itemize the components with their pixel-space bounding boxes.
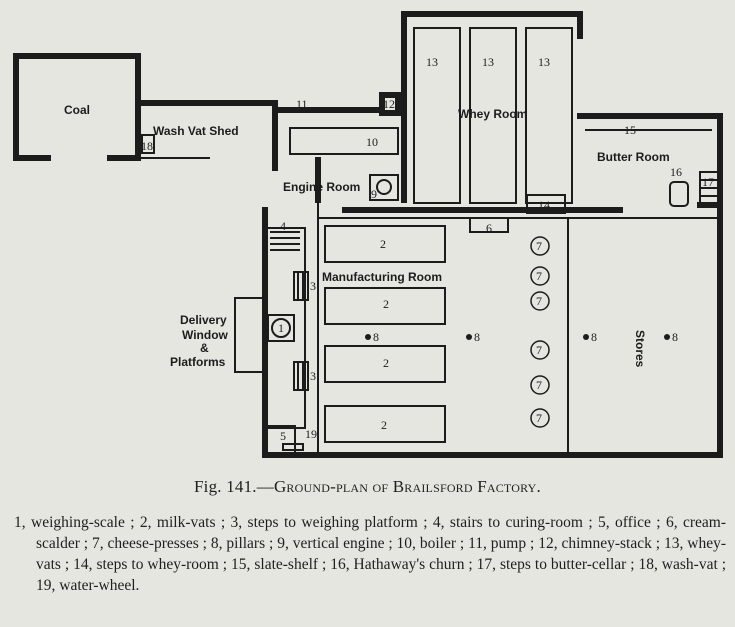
boiler bbox=[289, 127, 399, 155]
weighing-platform bbox=[264, 227, 306, 429]
num-whey-vat: 13 bbox=[538, 55, 550, 69]
cheese-press-icon bbox=[530, 375, 550, 395]
num-steps: 3 bbox=[310, 279, 316, 293]
num-slate-shelf: 15 bbox=[624, 123, 636, 137]
num-milk-vat: 2 bbox=[383, 356, 389, 370]
num-churn: 16 bbox=[670, 165, 682, 179]
cheese-press-icon bbox=[530, 340, 550, 360]
num-cream-scalder: 6 bbox=[486, 221, 492, 235]
delivery-window bbox=[234, 297, 266, 373]
milk-vat bbox=[324, 287, 446, 325]
label-ampersand: & bbox=[200, 341, 209, 355]
steps-to-butter-cellar bbox=[699, 171, 719, 205]
num-pillar: 8 bbox=[373, 330, 379, 344]
cheese-press-icon bbox=[530, 236, 550, 256]
label-stores: Stores bbox=[633, 330, 647, 368]
wash-vat-shed-walls bbox=[135, 100, 278, 171]
num-chimney: 12 bbox=[383, 97, 395, 111]
num-water-wheel: 19 bbox=[305, 427, 317, 441]
num-whey-vat: 13 bbox=[426, 55, 438, 69]
num-milk-vat: 2 bbox=[383, 297, 389, 311]
vertical-engine bbox=[369, 174, 399, 201]
water-wheel bbox=[282, 443, 304, 451]
pillar-icon bbox=[583, 334, 589, 340]
figure-legend: 1, weighing-scale ; 2, milk-vats ; 3, st… bbox=[14, 514, 726, 594]
num-pump: 11 bbox=[296, 97, 308, 111]
milk-vat bbox=[324, 225, 446, 263]
label-wash-vat-shed: Wash Vat Shed bbox=[153, 124, 239, 138]
steps-to-whey-room bbox=[526, 194, 566, 214]
cheese-press-icon bbox=[530, 291, 550, 311]
num-boiler: 10 bbox=[366, 135, 378, 149]
num-stairs: 4 bbox=[280, 219, 286, 233]
wash-vat bbox=[141, 134, 155, 154]
label-whey-room: Whey Room bbox=[458, 107, 527, 121]
num-weighing-scale: 1 bbox=[278, 321, 284, 335]
num-office: 5 bbox=[280, 429, 286, 443]
num-cheese-press: 7 bbox=[536, 378, 542, 392]
figure-caption: Fig. 141.—Ground-plan of Brailsford Fact… bbox=[0, 477, 735, 497]
num-cheese-press: 7 bbox=[536, 411, 542, 425]
num-pillar: 8 bbox=[474, 330, 480, 344]
label-coal: Coal bbox=[64, 103, 90, 117]
pillar-icon bbox=[365, 334, 371, 340]
num-milk-vat: 2 bbox=[381, 418, 387, 432]
figure-number: Fig. 141.— bbox=[194, 477, 274, 496]
num-cheese-press: 7 bbox=[536, 239, 542, 253]
floor-plan: Coal Wash Vat Shed Whey Room Butter Room… bbox=[13, 11, 723, 458]
milk-vat bbox=[324, 345, 446, 383]
whey-vat bbox=[525, 27, 573, 204]
label-manufacturing-room: Manufacturing Room bbox=[322, 270, 442, 284]
num-cheese-press: 7 bbox=[536, 343, 542, 357]
num-cheese-press: 7 bbox=[536, 269, 542, 283]
whey-vat bbox=[413, 27, 461, 204]
label-butter-room: Butter Room bbox=[597, 150, 670, 164]
weighing-scale-base bbox=[267, 314, 295, 342]
whey-vat bbox=[469, 27, 517, 204]
num-milk-vat: 2 bbox=[380, 237, 386, 251]
pillar-icon bbox=[664, 334, 670, 340]
office bbox=[264, 425, 296, 456]
steps-to-weighing-platform-upper bbox=[293, 271, 309, 301]
engine-flywheel-icon bbox=[376, 179, 392, 195]
whey-room-walls bbox=[401, 11, 583, 203]
label-engine-room: Engine Room bbox=[283, 180, 360, 194]
num-whey-vat: 13 bbox=[482, 55, 494, 69]
label-window: Window bbox=[182, 328, 229, 342]
num-steps-whey-room: 14 bbox=[538, 198, 550, 212]
milk-vat bbox=[324, 405, 446, 443]
chimney-stack bbox=[379, 92, 401, 116]
num-steps: 3 bbox=[310, 369, 316, 383]
label-platforms: Platforms bbox=[170, 355, 226, 369]
cheese-press-icon bbox=[530, 408, 550, 428]
stairs-to-curing-room bbox=[270, 231, 300, 251]
coal-room-walls bbox=[13, 53, 141, 161]
pillar-icon bbox=[466, 334, 472, 340]
num-cheese-press: 7 bbox=[536, 294, 542, 308]
steps-to-weighing-platform-lower bbox=[293, 361, 309, 391]
num-butter-cellar-steps: 17 bbox=[702, 175, 714, 189]
num-wash-vat: 18 bbox=[141, 139, 153, 153]
figure-title: Ground-plan of Brailsford Factory. bbox=[273, 477, 541, 496]
churn-icon bbox=[669, 181, 689, 207]
weighing-scale-icon bbox=[271, 318, 291, 338]
num-engine: 9 bbox=[371, 187, 377, 201]
cheese-press-icon bbox=[530, 266, 550, 286]
cream-scalder bbox=[469, 217, 509, 233]
num-pillar: 8 bbox=[672, 330, 678, 344]
num-pillar: 8 bbox=[591, 330, 597, 344]
label-delivery: Delivery bbox=[180, 313, 227, 327]
